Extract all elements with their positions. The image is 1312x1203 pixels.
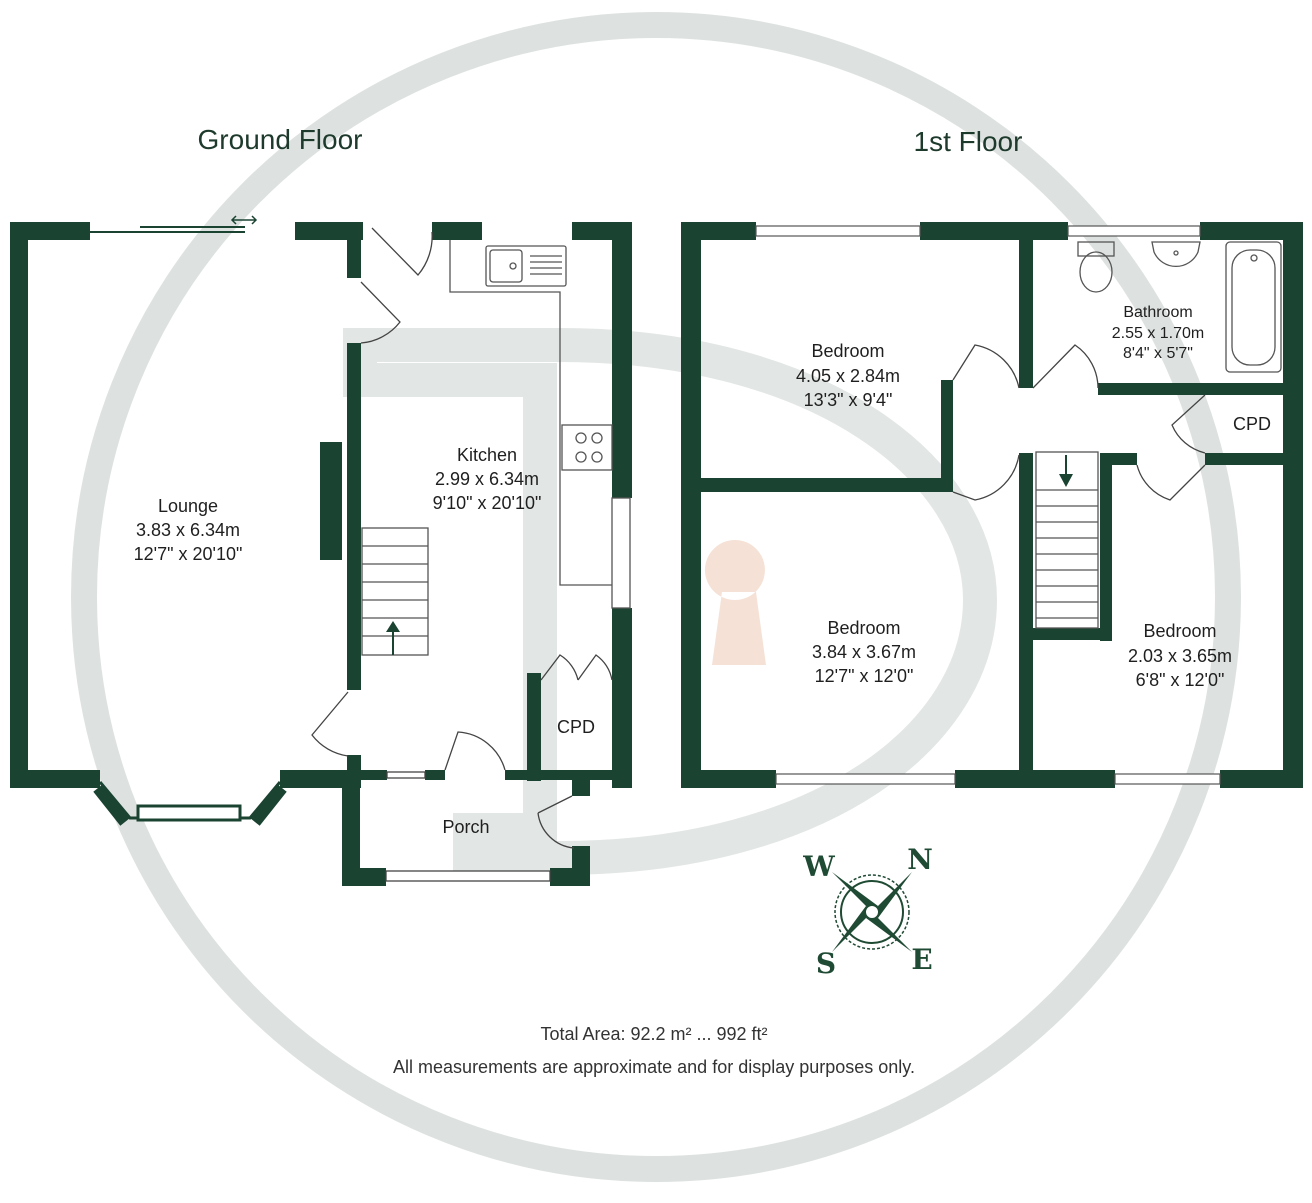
keyhole-icon xyxy=(704,540,766,665)
room-imperial: 9'10" x 20'10" xyxy=(433,493,542,513)
room-metric: 3.83 x 6.34m xyxy=(136,520,240,540)
first-floor-walls xyxy=(681,222,1303,788)
ground-doors xyxy=(311,227,613,882)
kitchen-fittings xyxy=(449,240,631,609)
room-porch: Porch xyxy=(442,817,489,837)
room-name: Bedroom xyxy=(827,618,900,638)
room-name: Bedroom xyxy=(1143,621,1216,641)
toilet-icon xyxy=(1077,241,1115,257)
watermark xyxy=(71,12,1241,1182)
basin-icon xyxy=(1151,241,1201,268)
sliding-door xyxy=(90,215,258,233)
room-imperial: 6'8" x 12'0" xyxy=(1136,670,1225,690)
compass-n: N xyxy=(907,843,933,876)
room-cpd-first: CPD xyxy=(1233,414,1271,434)
room-bedroom-2: Bedroom 3.84 x 3.67m 12'7" x 12'0" xyxy=(812,618,916,686)
room-kitchen: Kitchen 2.99 x 6.34m 9'10" x 20'10" xyxy=(433,445,542,513)
room-bathroom: Bathroom 2.55 x 1.70m 8'4" x 5'7" xyxy=(1112,304,1205,362)
kitchen-stairs xyxy=(361,527,429,656)
bathroom-fittings xyxy=(1077,241,1282,373)
room-imperial: 12'7" x 12'0" xyxy=(815,666,914,686)
ground-floor-title: Ground Floor xyxy=(198,124,363,155)
watermark-letter-d xyxy=(343,328,998,875)
room-lounge: Lounge 3.83 x 6.34m 12'7" x 20'10" xyxy=(134,496,243,564)
sink-icon xyxy=(485,245,567,287)
first-floor-stairs xyxy=(1035,451,1099,629)
first-floor-title: 1st Floor xyxy=(914,126,1023,157)
compass-w: W xyxy=(802,850,835,883)
room-metric: 2.03 x 3.65m xyxy=(1128,646,1232,666)
room-imperial: 12'7" x 20'10" xyxy=(134,544,243,564)
room-metric: 2.99 x 6.34m xyxy=(435,469,539,489)
room-cpd-ground: CPD xyxy=(557,717,595,737)
compass-e: E xyxy=(911,943,932,976)
total-area: Total Area: 92.2 m² ... 992 ft² xyxy=(540,1024,767,1044)
room-metric: 4.05 x 2.84m xyxy=(796,366,900,386)
room-imperial: 8'4" x 5'7" xyxy=(1123,345,1193,362)
compass-icon: N W S E xyxy=(802,843,933,980)
room-name: Kitchen xyxy=(457,445,517,465)
room-metric: 3.84 x 3.67m xyxy=(812,642,916,662)
room-name: Bedroom xyxy=(811,341,884,361)
bath-icon xyxy=(1225,241,1282,373)
room-imperial: 13'3" x 9'4" xyxy=(804,390,893,410)
disclaimer: All measurements are approximate and for… xyxy=(393,1057,915,1077)
room-bedroom-3: Bedroom 2.03 x 3.65m 6'8" x 12'0" xyxy=(1128,621,1232,690)
room-metric: 2.55 x 1.70m xyxy=(1112,325,1205,342)
room-name: Lounge xyxy=(158,496,218,516)
first-floor-doors xyxy=(952,344,1206,501)
compass-s: S xyxy=(816,947,836,980)
hob-icon xyxy=(561,424,613,471)
ground-floor-walls xyxy=(10,222,632,886)
first-floor-windows xyxy=(755,225,1221,785)
room-name: Bathroom xyxy=(1123,304,1192,321)
lounge-bay-window xyxy=(93,781,287,826)
room-bedroom-1: Bedroom 4.05 x 2.84m 13'3" x 9'4" xyxy=(796,341,900,410)
